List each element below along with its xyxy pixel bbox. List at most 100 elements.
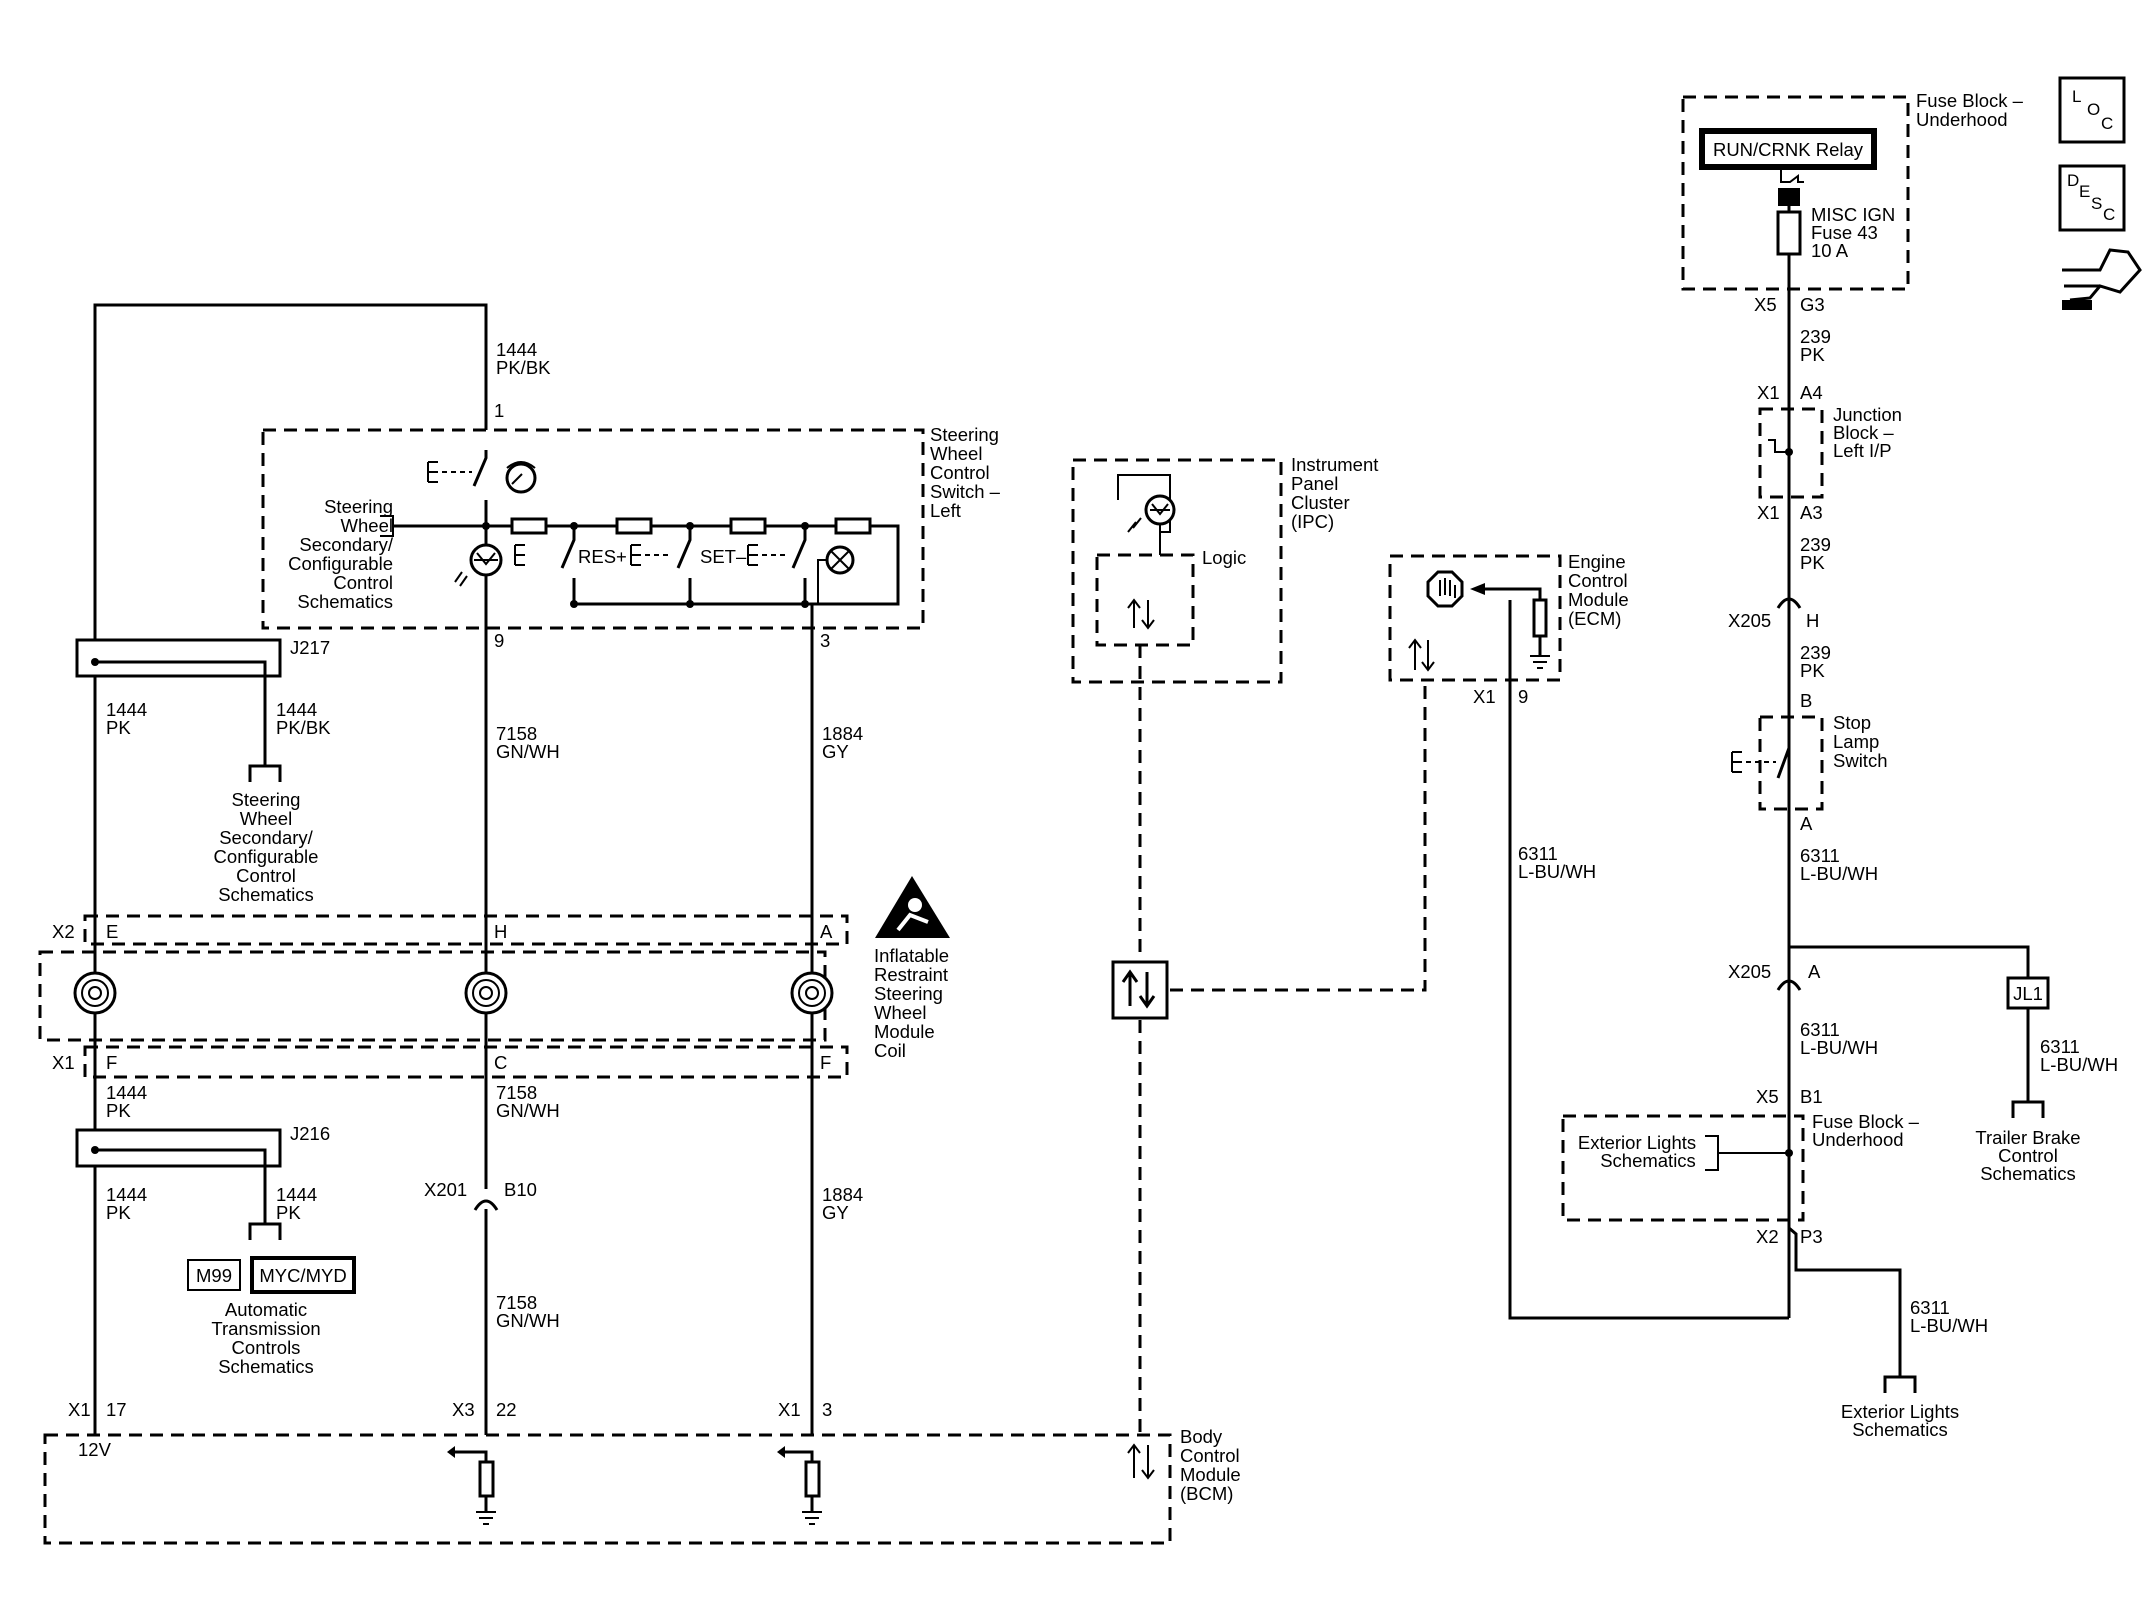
svg-text:Control: Control [333,572,393,593]
svg-text:L-BU/WH: L-BU/WH [2040,1054,2118,1075]
svg-text:Lamp: Lamp [1833,731,1879,752]
svg-text:Schematics: Schematics [218,1356,314,1377]
svg-text:17: 17 [106,1399,127,1420]
svg-text:9: 9 [1518,686,1528,707]
wire-6311-ecm [1508,600,1789,1320]
svg-text:Secondary/: Secondary/ [299,534,393,555]
svg-text:239: 239 [1800,534,1831,555]
resistor-1 [510,517,548,535]
svg-text:B: B [1800,690,1812,711]
svg-text:X5: X5 [1756,1086,1779,1107]
connector-end-view-icon[interactable] [2062,248,2142,310]
svg-text:Engine: Engine [1568,551,1626,572]
svg-text:PK: PK [106,1100,131,1121]
svg-text:Schematics: Schematics [1980,1163,2076,1184]
svg-text:L-BU/WH: L-BU/WH [1910,1315,1988,1336]
resistor-3 [729,517,767,535]
run-crnk-relay-label: RUN/CRNK Relay [1713,139,1864,160]
svg-text:Coil: Coil [874,1040,906,1061]
svg-text:P3: P3 [1800,1226,1823,1247]
svg-text:Secondary/: Secondary/ [219,827,313,848]
svg-text:Module: Module [1180,1464,1241,1485]
svg-text:L-BU/WH: L-BU/WH [1800,1037,1878,1058]
svg-text:Body: Body [1180,1426,1223,1447]
svg-text:Junction: Junction [1833,404,1902,425]
x205-inline-connector-h: X205 H [1728,597,1819,631]
svg-text:J216: J216 [290,1123,330,1144]
svg-text:X1: X1 [1757,382,1780,403]
svg-text:F: F [820,1052,831,1073]
svg-text:Panel: Panel [1291,473,1338,494]
svg-text:Fuse Block –: Fuse Block – [1916,90,2024,111]
svg-text:12V: 12V [78,1439,112,1460]
svg-text:PK/BK: PK/BK [276,717,331,738]
svg-text:Controls: Controls [232,1337,301,1358]
bidirectional-arrows-icon [1127,598,1155,630]
svg-text:Exterior Lights: Exterior Lights [1578,1132,1696,1153]
svg-text:Control: Control [930,462,990,483]
svg-text:1: 1 [494,400,504,421]
svg-text:X2: X2 [1756,1226,1779,1247]
svg-text:Wheel: Wheel [874,1002,926,1023]
svg-text:X1: X1 [1757,502,1780,523]
svg-text:Automatic: Automatic [225,1299,307,1320]
svg-text:Left: Left [930,500,961,521]
svg-text:7158: 7158 [496,1082,537,1103]
svg-text:H: H [1806,610,1819,631]
svg-text:A: A [1800,813,1813,834]
svg-text:Steering: Steering [874,983,943,1004]
svg-text:Configurable: Configurable [288,553,393,574]
resistor-4 [834,517,872,535]
clockspring-coil-icon-2 [464,971,508,1015]
svg-text:Fuse 43: Fuse 43 [1811,222,1878,243]
svg-text:239: 239 [1800,326,1831,347]
bidirectional-arrows-icon [1127,1443,1155,1480]
x201-inline-connector: X201 B10 [424,1179,537,1211]
svg-text:A4: A4 [1800,382,1823,403]
svg-text:C: C [2101,114,2113,133]
svg-text:Control: Control [236,865,296,886]
ecm-module: Engine Control Module (ECM) [1388,551,1629,682]
bidirectional-arrows-icon [1408,638,1435,672]
desc-icon[interactable]: D E S C [2058,164,2126,232]
jl1-connector: JL1 6311 L-BU/WH Trailer Brake Control S… [1975,976,2118,1184]
svg-text:Control: Control [1568,570,1628,591]
svg-text:O: O [2087,100,2100,119]
svg-text:MISC IGN: MISC IGN [1811,204,1895,225]
steering-wheel-control-switch-left: Steering Wheel Control Switch – Left Ste… [261,424,1001,630]
svg-text:Control: Control [1998,1145,2058,1166]
svg-text:Wheel: Wheel [341,515,393,536]
svg-text:(IPC): (IPC) [1291,511,1334,532]
svg-text:Module: Module [1568,589,1629,610]
svg-text:Cluster: Cluster [1291,492,1350,513]
svg-text:B1: B1 [1800,1086,1823,1107]
misc-ign-fuse [1776,210,1802,256]
svg-text:X1: X1 [52,1052,75,1073]
svg-text:22: 22 [496,1399,517,1420]
svg-text:H: H [494,921,507,942]
svg-text:1444: 1444 [106,1082,147,1103]
svg-text:Switch: Switch [1833,750,1888,771]
svg-text:Wheel: Wheel [240,808,292,829]
svg-text:PK/BK: PK/BK [496,357,551,378]
svg-text:Steering: Steering [232,789,301,810]
svg-text:Trailer Brake: Trailer Brake [1975,1127,2080,1148]
svg-text:X201: X201 [424,1179,467,1200]
j217-splice: J217 1444 PK 1444 PK/BK Steering Wheel S… [75,637,331,905]
svg-text:1444: 1444 [496,339,537,360]
svg-text:X3: X3 [452,1399,475,1420]
svg-text:B10: B10 [504,1179,537,1200]
svg-text:6311: 6311 [1800,845,1840,866]
svg-text:1884: 1884 [822,723,863,744]
loc-icon[interactable]: L O C [2058,76,2126,144]
svg-text:Underhood: Underhood [1916,109,2008,130]
svg-text:Control: Control [1180,1445,1240,1466]
svg-text:D: D [2067,171,2079,190]
svg-text:L: L [2072,87,2081,106]
svg-text:6311: 6311 [2040,1036,2080,1057]
svg-text:X205: X205 [1728,610,1771,631]
svg-text:Schematics: Schematics [1600,1150,1696,1171]
svg-text:M99: M99 [196,1265,232,1286]
svg-text:F: F [106,1052,117,1073]
